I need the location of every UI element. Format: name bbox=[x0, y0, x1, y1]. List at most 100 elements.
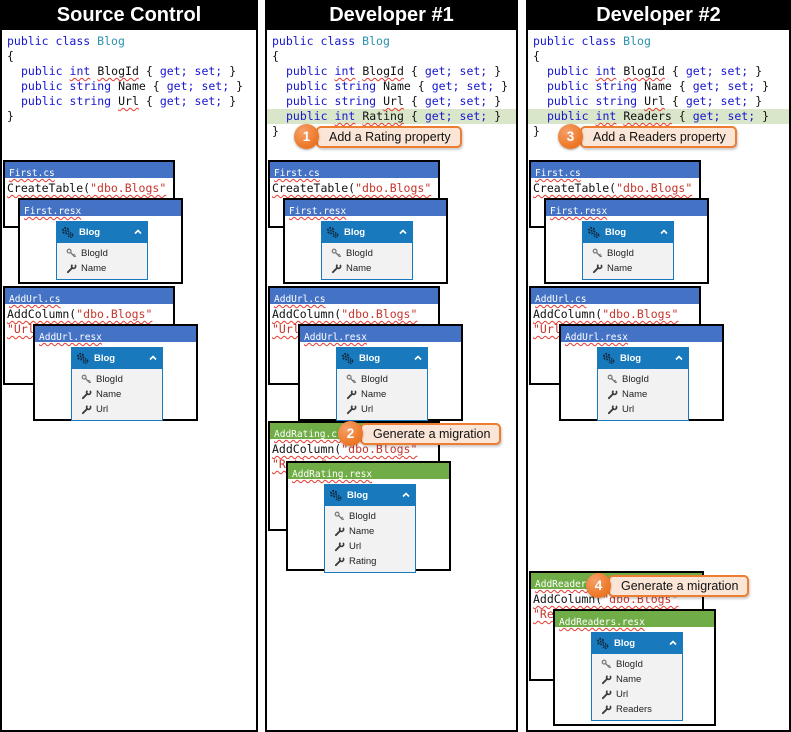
key-icon bbox=[81, 374, 92, 385]
file-name: AddUrl.resx bbox=[39, 332, 102, 343]
wrench-icon bbox=[81, 404, 92, 415]
entity-table: Blog BlogId Name Url Readers bbox=[591, 632, 683, 721]
entity-name: Blog bbox=[94, 352, 116, 364]
key-icon bbox=[607, 374, 618, 385]
entity-table: Blog BlogId Name Url bbox=[336, 347, 428, 421]
file-card-header: AddRating.resx bbox=[288, 463, 449, 480]
entity-row: Name bbox=[598, 387, 688, 402]
entity-icon bbox=[326, 226, 339, 239]
file-card-header: First.cs bbox=[531, 162, 699, 179]
file-name: AddUrl.resx bbox=[304, 332, 367, 343]
entity-table-header: Blog bbox=[336, 347, 428, 369]
wrench-icon bbox=[346, 404, 357, 415]
file-card-first-resx: First.resx Blog BlogId Name bbox=[18, 198, 183, 284]
file-card-header: First.resx bbox=[546, 200, 707, 217]
entity-row: Name bbox=[72, 387, 162, 402]
file-card-addrating-resx: AddRating.resx Blog BlogId Name Url Rati… bbox=[286, 461, 451, 573]
callout-3-number: 3 bbox=[558, 124, 583, 149]
code-line: } bbox=[533, 124, 540, 138]
file-name: AddReaders.resx bbox=[559, 617, 645, 628]
file-name: First.resx bbox=[289, 206, 347, 217]
chevron-up-icon bbox=[668, 638, 678, 648]
wrench-icon bbox=[592, 263, 603, 274]
entity-name: Blog bbox=[347, 489, 369, 501]
chevron-up-icon bbox=[133, 227, 143, 237]
entity-table-header: Blog bbox=[597, 347, 689, 369]
key-icon bbox=[331, 248, 342, 259]
file-card-first-resx: First.resx Blog BlogId Name bbox=[544, 198, 709, 284]
entity-icon bbox=[61, 226, 74, 239]
wrench-icon bbox=[334, 541, 345, 552]
entity-table-header: Blog bbox=[324, 484, 416, 506]
column-title: Developer #1 bbox=[267, 2, 516, 30]
key-icon bbox=[601, 659, 612, 670]
code-line: CreateTable("dbo.Blogs" bbox=[533, 181, 693, 195]
wrench-icon bbox=[81, 389, 92, 400]
entity-name: Blog bbox=[620, 352, 642, 364]
code-line: CreateTable("dbo.Blogs" bbox=[7, 181, 167, 195]
entity-table-header: Blog bbox=[582, 221, 674, 243]
code-line: AddColumn("dbo.Blogs" bbox=[272, 442, 418, 456]
file-name: AddRating.cs bbox=[274, 429, 343, 440]
file-card-header: AddReaders.resx bbox=[555, 611, 714, 628]
code-line: { bbox=[272, 49, 279, 63]
file-card-first-resx: First.resx Blog BlogId Name bbox=[283, 198, 448, 284]
column-title: Source Control bbox=[2, 2, 256, 30]
entity-row: Url bbox=[325, 539, 415, 554]
chevron-up-icon bbox=[148, 353, 158, 363]
file-name: First.cs bbox=[535, 168, 581, 179]
code-line: } bbox=[7, 109, 14, 123]
chevron-up-icon bbox=[674, 353, 684, 363]
entity-row: Url bbox=[337, 402, 427, 417]
callout-4-label: Generate a migration bbox=[608, 575, 750, 597]
entity-table: Blog BlogId Name bbox=[56, 221, 148, 280]
entity-table: Blog BlogId Name bbox=[321, 221, 413, 280]
callout-2-number: 2 bbox=[338, 421, 363, 446]
entity-row: Name bbox=[337, 387, 427, 402]
entity-icon bbox=[596, 637, 609, 650]
file-name: First.resx bbox=[550, 206, 608, 217]
entity-name: Blog bbox=[344, 226, 366, 238]
callout-4-number: 4 bbox=[586, 573, 611, 598]
wrench-icon bbox=[331, 263, 342, 274]
chevron-up-icon bbox=[413, 353, 423, 363]
key-icon bbox=[66, 248, 77, 259]
entity-row: BlogId bbox=[72, 372, 162, 387]
entity-row: Name bbox=[325, 524, 415, 539]
file-name: First.cs bbox=[9, 168, 55, 179]
file-card-addurl-resx: AddUrl.resx Blog BlogId Name Url bbox=[559, 324, 724, 421]
wrench-icon bbox=[607, 389, 618, 400]
file-name: AddReaders.cs bbox=[535, 579, 610, 590]
wrench-icon bbox=[601, 674, 612, 685]
file-name: AddUrl.cs bbox=[535, 294, 587, 305]
code-line: { bbox=[533, 49, 540, 63]
callout-3-label: Add a Readers property bbox=[580, 126, 737, 148]
wrench-icon bbox=[346, 389, 357, 400]
file-card-header: First.resx bbox=[20, 200, 181, 217]
entity-table: Blog BlogId Name bbox=[582, 221, 674, 280]
file-name: AddUrl.resx bbox=[565, 332, 628, 343]
entity-icon bbox=[329, 489, 342, 502]
entity-icon bbox=[587, 226, 600, 239]
wrench-icon bbox=[334, 526, 345, 537]
entity-table-header: Blog bbox=[591, 632, 683, 654]
callout-2-label: Generate a migration bbox=[360, 423, 502, 445]
entity-row: Url bbox=[72, 402, 162, 417]
file-card-header: AddUrl.resx bbox=[35, 326, 196, 343]
entity-table: Blog BlogId Name Url bbox=[71, 347, 163, 421]
entity-table: Blog BlogId Name Url bbox=[597, 347, 689, 421]
code-line: CreateTable("dbo.Blogs" bbox=[272, 181, 432, 195]
code-line: AddColumn("dbo.Blogs" bbox=[533, 307, 679, 321]
